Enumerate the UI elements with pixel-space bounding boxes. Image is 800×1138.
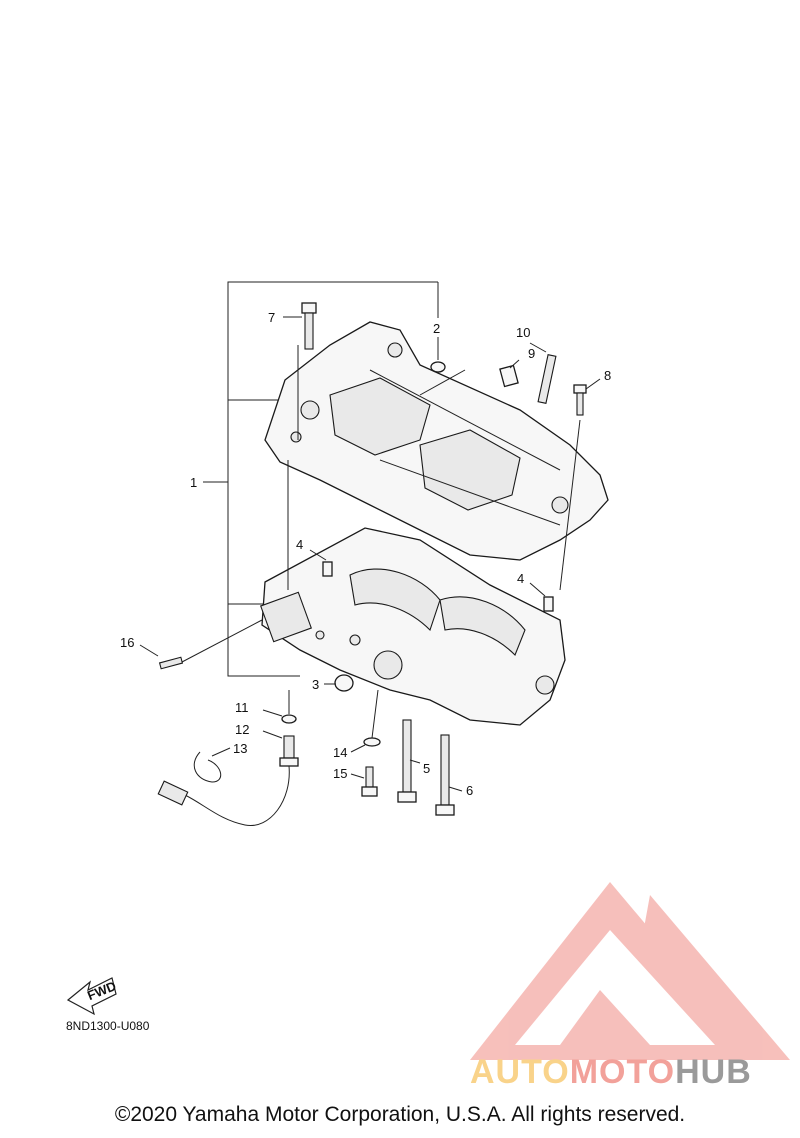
watermark-moto: MOTO (569, 1053, 676, 1091)
small-parts (157, 302, 587, 826)
callout-4a: 4 (296, 537, 303, 552)
catalog-code: 8ND1300-U080 (66, 1019, 150, 1033)
assembly-bracket (227, 281, 439, 677)
callout-8: 8 (604, 368, 611, 383)
upper-crankcase (264, 321, 609, 561)
fwd-arrow-icon: FWD (66, 977, 118, 1016)
watermark-hub: HUB (675, 1053, 752, 1091)
callout-5: 5 (423, 761, 430, 776)
callout-12: 12 (235, 722, 249, 737)
callout-15: 15 (333, 766, 347, 781)
copyright-notice: ©2020 Yamaha Motor Corporation, U.S.A. A… (114, 1103, 686, 1126)
callout-9: 9 (528, 346, 535, 361)
callout-2: 2 (433, 321, 440, 336)
callout-3: 3 (312, 677, 319, 692)
watermark-logo (470, 882, 790, 1060)
callout-7: 7 (268, 310, 275, 325)
callout-13: 13 (233, 741, 247, 756)
callout-16: 16 (120, 635, 134, 650)
lower-crankcase (260, 527, 566, 726)
callout-labels: 1 2 3 4 4 5 6 7 8 9 10 11 12 13 14 15 16 (120, 310, 611, 798)
callout-6: 6 (466, 783, 473, 798)
callout-10: 10 (516, 325, 530, 340)
watermark-brand: AUTOMOTOHUB (470, 1053, 752, 1092)
leader-lines (139, 316, 601, 792)
callout-4b: 4 (517, 571, 524, 586)
callout-1: 1 (190, 475, 197, 490)
watermark-auto: AUTO (470, 1053, 570, 1091)
callout-11: 11 (235, 700, 249, 715)
callout-14: 14 (333, 745, 347, 760)
